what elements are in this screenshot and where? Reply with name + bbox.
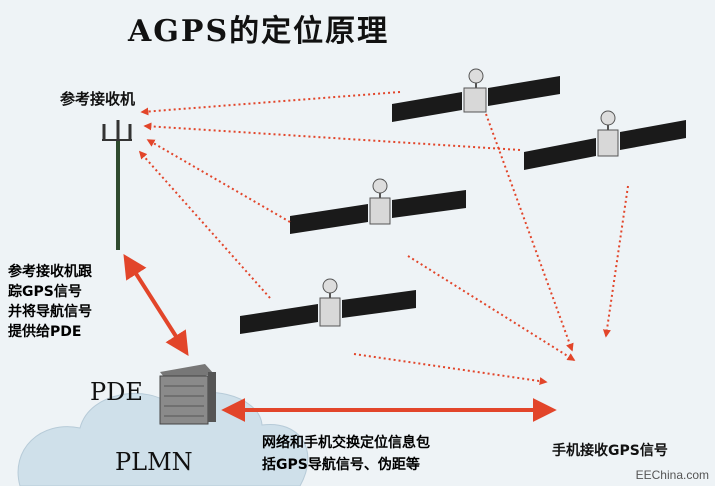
exchange-description-line: 网络和手机交换定位信息包 (262, 435, 430, 451)
pde-server-icon (159, 364, 216, 425)
plmn-label: PLMN (115, 448, 193, 476)
signal-arrows-to-receiver (138, 91, 521, 299)
reference-description-line: 参考接收机跟 (8, 264, 92, 280)
phone-receive-label: 手机接收GPS信号 (552, 443, 668, 459)
satellite-icon-4 (240, 278, 416, 334)
reference-receiver-label: 参考接收机 (60, 90, 136, 108)
reference-description-line: 踪GPS信号 (8, 284, 82, 300)
satellite-icon-1 (392, 68, 560, 122)
satellite-icon-2 (524, 110, 686, 170)
arrow-receiver-pde (123, 253, 189, 357)
reference-receiver-antenna-icon (102, 120, 132, 250)
exchange-description-line: 括GPS导航信号、伪距等 (262, 457, 420, 473)
reference-description-line: 提供给PDE (8, 324, 82, 340)
pde-label: PDE (90, 378, 143, 406)
satellite-icon-3 (290, 178, 466, 234)
diagram-title: AGPS的定位原理 (128, 14, 390, 49)
reference-description-line: 并将导航信号 (8, 304, 92, 320)
watermark: EEChina.com (635, 468, 709, 482)
signal-arrows-to-phone (353, 113, 629, 386)
